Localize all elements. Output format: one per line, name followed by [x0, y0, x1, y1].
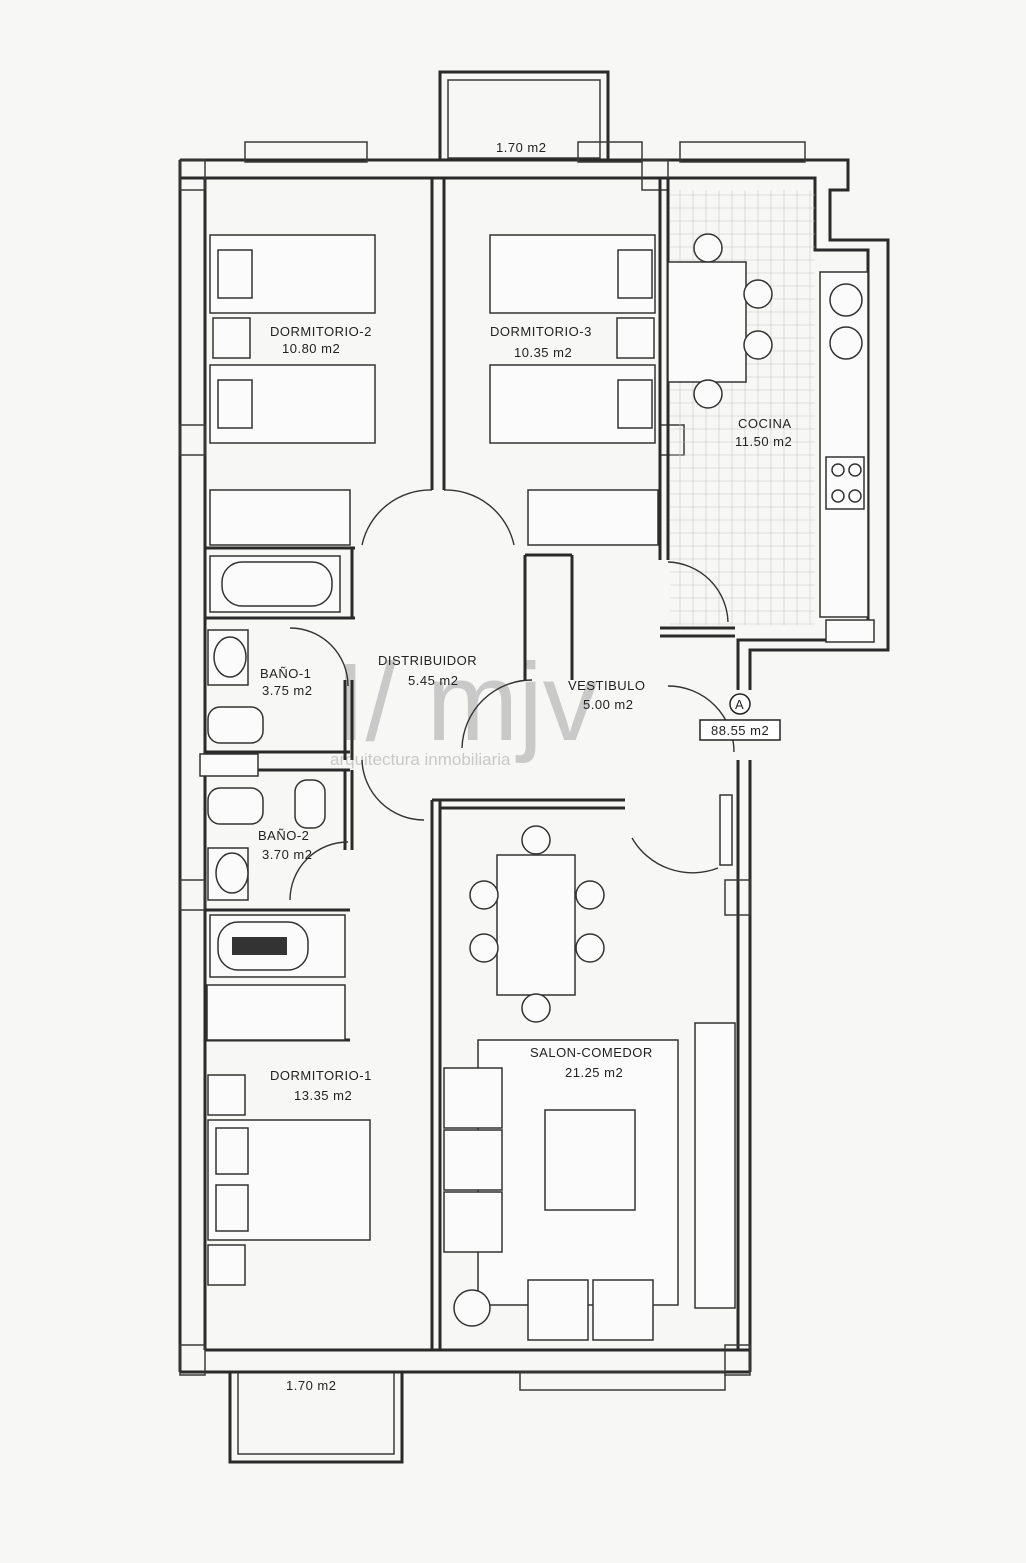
- vestibulo-area: 5.00 m2: [583, 697, 633, 712]
- salon-name: SALON-COMEDOR: [530, 1045, 653, 1060]
- bathroom-fixtures: [199, 555, 346, 978]
- kitchen-floor-tiles: [670, 190, 815, 625]
- dormitorio1-area: 13.35 m2: [294, 1088, 352, 1103]
- bedroom-2-furniture: [209, 234, 376, 546]
- distribuidor-name: DISTRIBUIDOR: [378, 653, 477, 668]
- unit-tag: A 88.55 m2: [699, 693, 781, 741]
- vestibulo-name: VESTIBULO: [568, 678, 645, 693]
- watermark-tagline: arquitectura inmobiliaria: [330, 750, 511, 769]
- dormitorio3-area: 10.35 m2: [514, 345, 572, 360]
- bottom-terrace-area: 1.70 m2: [286, 1378, 336, 1393]
- unit-letter: A: [735, 697, 744, 712]
- bedroom-3-furniture: [489, 234, 659, 546]
- bano2-name: BAÑO-2: [258, 828, 309, 843]
- dormitorio3-name: DORMITORIO-3: [490, 324, 592, 339]
- salon-area: 21.25 m2: [565, 1065, 623, 1080]
- watermark-logo: I/ mjv: [335, 641, 598, 764]
- cocina-name: COCINA: [738, 416, 792, 431]
- bano2-area: 3.70 m2: [262, 847, 312, 862]
- unit-total-area: 88.55 m2: [711, 723, 769, 738]
- dormitorio2-area: 10.80 m2: [282, 341, 340, 356]
- top-terrace-area: 1.70 m2: [496, 140, 546, 155]
- dormitorio1-name: DORMITORIO-1: [270, 1068, 372, 1083]
- watermark: I/ mjv arquitectura inmobiliaria: [330, 641, 598, 769]
- kitchen-furniture: [667, 233, 875, 643]
- bano1-name: BAÑO-1: [260, 666, 311, 681]
- distribuidor-area: 5.45 m2: [408, 673, 458, 688]
- dormitorio2-name: DORMITORIO-2: [270, 324, 372, 339]
- bedroom-1-furniture: [206, 984, 371, 1286]
- living-dining-furniture: [443, 794, 736, 1341]
- cocina-area: 11.50 m2: [735, 434, 792, 449]
- bano1-area: 3.75 m2: [262, 683, 312, 698]
- room-labels: DORMITORIO-2 10.80 m2 DORMITORIO-3 10.35…: [258, 140, 792, 1393]
